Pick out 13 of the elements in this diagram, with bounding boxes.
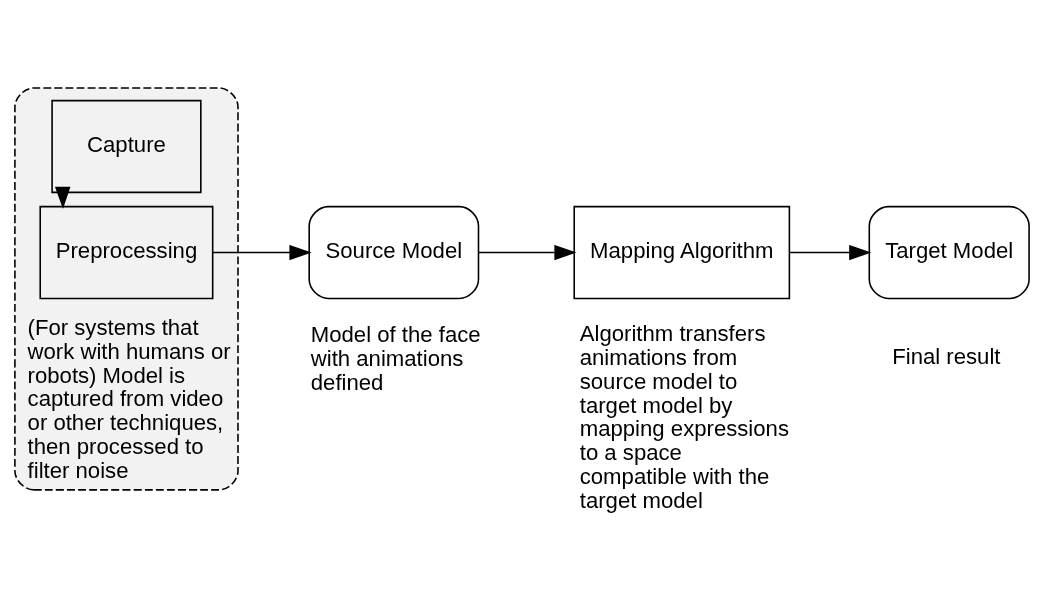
node-label: Final result <box>892 344 1001 370</box>
arrow <box>54 186 71 209</box>
arrow <box>477 244 577 261</box>
node-box: Preprocessing <box>39 205 214 300</box>
node-label: Model of the face with animations defined <box>310 322 481 395</box>
node-label: (For systems that work with humans or robots) Model is captured from video or other techniques, then processed to filter noise <box>27 315 231 483</box>
node-box: Target Model <box>868 205 1030 300</box>
arrow <box>212 244 312 261</box>
cluster <box>14 87 239 491</box>
node-label: Algorithm transfers animations from source model to target model by mapping expressions to a space compatible with the target model <box>579 321 789 513</box>
node-box: Source Model <box>308 205 480 300</box>
arrow <box>789 244 872 261</box>
node-box: Mapping Algorithm <box>573 205 791 300</box>
